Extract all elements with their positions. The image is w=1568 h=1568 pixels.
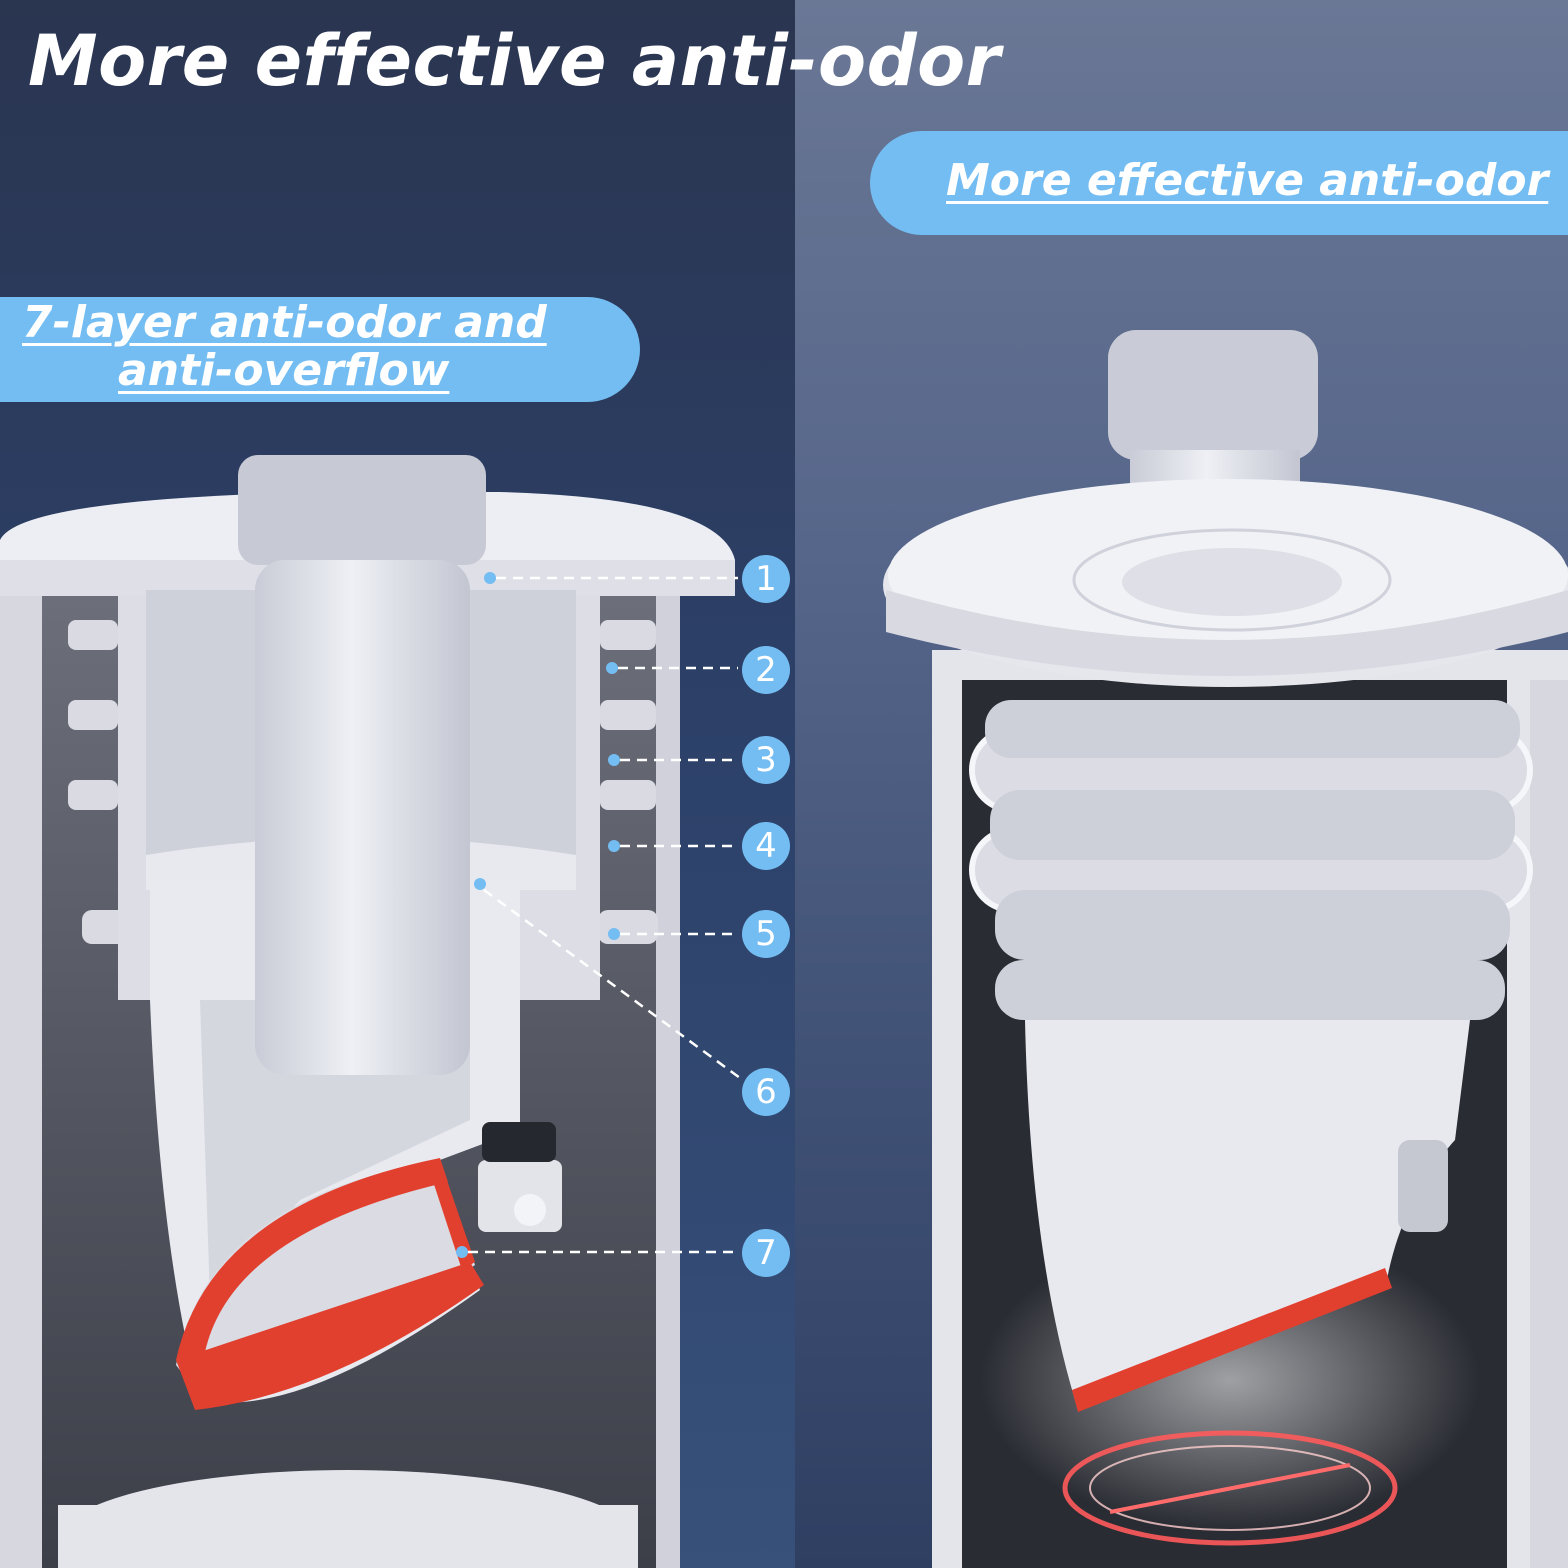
- installed-core: [883, 330, 1568, 1568]
- callout-7: 7: [742, 1229, 790, 1277]
- callout-2: 2: [742, 646, 790, 694]
- callout-3: 3: [742, 736, 790, 784]
- anti-odor-badge: More effective anti-odor: [870, 131, 1568, 235]
- callout-5: 5: [742, 910, 790, 958]
- anti-odor-badge-text: More effective anti-odor: [946, 155, 1549, 206]
- callout-6: 6: [742, 1068, 790, 1116]
- callout-4: 4: [742, 822, 790, 870]
- cutaway-drain: [0, 455, 741, 1568]
- seven-layer-badge-line1: 7-layer anti-odor and: [22, 297, 547, 348]
- seven-layer-badge: 7-layer anti-odor and anti-overflow: [0, 297, 640, 402]
- callout-1: 1: [742, 555, 790, 603]
- headline: More effective anti-odor: [28, 20, 1001, 102]
- seven-layer-badge-line2: anti-overflow: [118, 345, 450, 396]
